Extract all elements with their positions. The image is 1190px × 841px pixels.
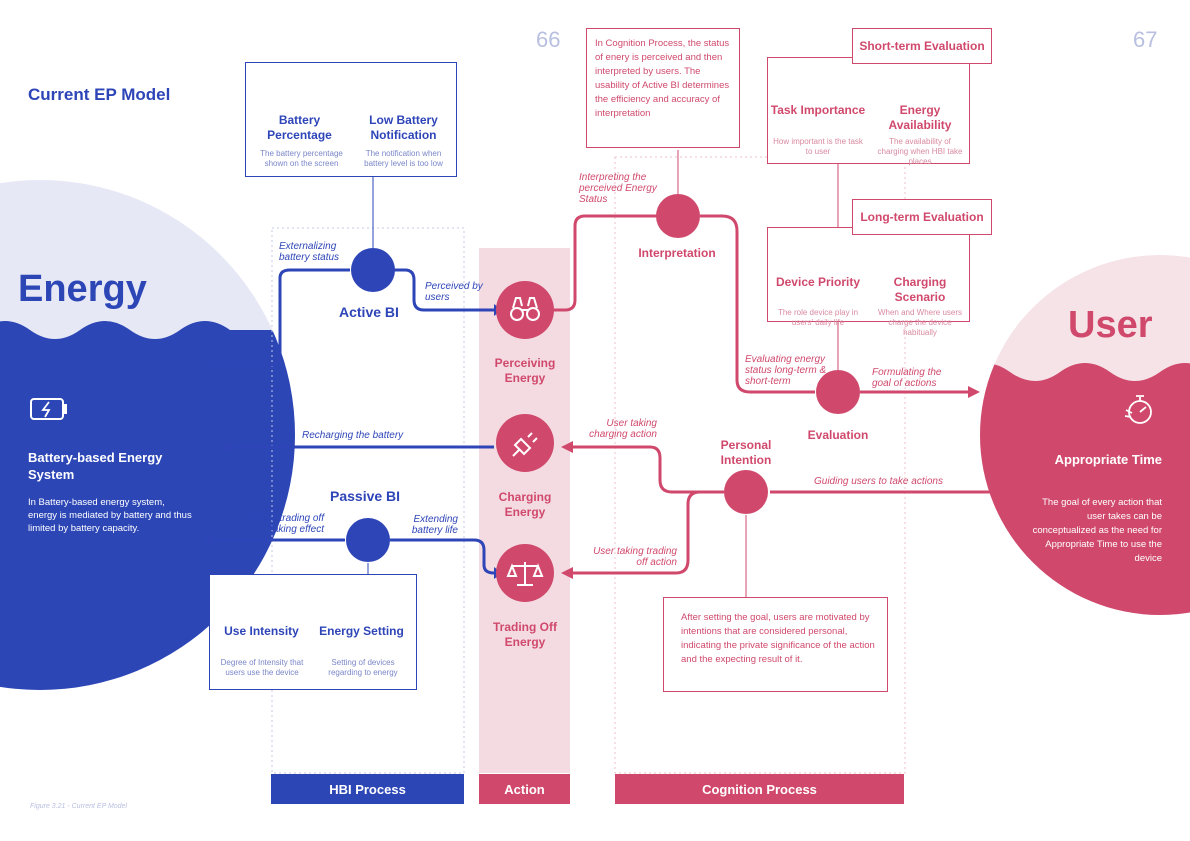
- active-bi-node: [351, 248, 395, 292]
- user-subtitle: Appropriate Time: [1054, 452, 1162, 467]
- arrow-recharging: [221, 441, 233, 453]
- label-guiding: Guiding users to take actions: [814, 476, 943, 487]
- edge-intention-to-trading: [570, 490, 724, 575]
- intention-note-box: After setting the goal, users are motiva…: [663, 597, 888, 692]
- cognition-process-header: Cognition Process: [615, 774, 904, 804]
- interpretation-node: [656, 194, 700, 238]
- use-intensity-desc: Degree of Intensity that users use the d…: [220, 658, 304, 677]
- charging-scenario-title: Charging Scenario: [893, 275, 947, 304]
- use-intensity-title: Use Intensity: [224, 624, 299, 638]
- page-number-right: 67: [1133, 27, 1158, 52]
- energy-description: In Battery-based energy system, energy i…: [28, 497, 192, 534]
- arrow-to-charging: [561, 441, 573, 453]
- cognition-note-box: In Cognition Process, the status of ener…: [586, 28, 740, 148]
- interpretation-label: Interpretation: [638, 246, 716, 260]
- action-header: Action: [479, 774, 570, 804]
- long-term-box: Device Priority The role device play in …: [767, 227, 970, 337]
- energy-fill: [0, 321, 295, 690]
- evaluation-node: [816, 370, 860, 414]
- active-bi-label: Active BI: [339, 304, 399, 320]
- arrow-to-user: [968, 386, 980, 398]
- battery-percentage-title: Battery Percentage: [267, 113, 332, 142]
- long-term-label: Long-term Evaluation: [852, 199, 992, 235]
- arrow-to-trading-action: [561, 567, 573, 579]
- edge-intention-to-charging: [570, 445, 724, 494]
- stopwatch-icon: [1124, 395, 1152, 424]
- short-term-label: Short-term Evaluation: [852, 28, 992, 64]
- user-description: The goal of every action that user takes…: [1032, 497, 1162, 564]
- charging-scenario-desc: When and Where users charge the device h…: [877, 308, 963, 337]
- energy-availability-title: Energy Availability: [888, 103, 952, 132]
- passive-bi-label: Passive BI: [330, 488, 401, 504]
- label-extending: Extending battery life: [411, 514, 458, 536]
- hbi-column-guide: [271, 227, 465, 774]
- label-formulating: Formulating the goal of actions: [872, 367, 942, 389]
- label-evaluating: Evaluating energy status long-term & sho…: [745, 354, 827, 387]
- task-importance-desc: How important is the task to user: [773, 137, 863, 156]
- trading-off-energy-label: Trading Off Energy: [493, 620, 557, 649]
- perceiving-energy-label: Perceiving Energy: [494, 356, 556, 385]
- intention-note-text: After setting the goal, users are motiva…: [681, 612, 875, 665]
- energy-setting-desc: Setting of devices regarding to energy: [328, 658, 398, 677]
- label-charging-action: User taking charging action: [589, 418, 657, 440]
- label-interpreting: Interpreting the perceived Energy Status: [579, 172, 657, 205]
- energy-availability-desc: The availability of charging when HBI ta…: [877, 137, 963, 166]
- energy-heading: Energy: [18, 268, 147, 310]
- passive-bi-box: Use Intensity Degree of Intensity that u…: [209, 574, 417, 690]
- low-battery-desc: The notification when battery level is t…: [364, 149, 443, 168]
- label-recharging: Recharging the battery: [302, 430, 404, 441]
- personal-intention-label: Personal Intention: [720, 438, 772, 467]
- cognition-note-text: In Cognition Process, the status of ener…: [595, 38, 730, 119]
- passive-bi-node: [346, 518, 390, 562]
- short-term-box: Task Importance How important is the tas…: [767, 57, 970, 166]
- binoculars-icon: [510, 297, 540, 321]
- hbi-process-header: HBI Process: [271, 774, 464, 804]
- label-externalizing: Externalizing battery status: [279, 241, 340, 263]
- user-fill: [980, 363, 1190, 615]
- device-priority-desc: The role device play in users' daily lif…: [777, 308, 859, 327]
- user-heading: User: [1068, 304, 1153, 346]
- edge-trading-to-passive: [390, 538, 496, 575]
- edge-active-to-perceiving: [394, 268, 494, 312]
- edge-energy-to-active: [205, 268, 350, 367]
- edge-perceiving-to-interpretation: [548, 214, 658, 312]
- label-perceived: Perceived by users: [425, 281, 483, 303]
- battery-charge-icon: [30, 398, 67, 420]
- intention-node: [724, 470, 768, 514]
- figure-caption: Figure 3.21 - Current EP Model: [30, 803, 128, 810]
- arrow-trading-effect: [201, 534, 213, 546]
- scale-icon: [506, 562, 544, 586]
- plug-icon: [512, 432, 538, 457]
- edge-interpretation-to-evaluation: [700, 214, 815, 394]
- page-title: Current EP Model: [28, 85, 171, 104]
- cognition-column-guide: [614, 156, 906, 774]
- device-priority-title: Device Priority: [775, 275, 861, 289]
- active-bi-box: Battery Percentage The battery percentag…: [245, 62, 457, 177]
- energy-setting-title: Energy Setting: [319, 624, 404, 638]
- energy-subtitle: Battery-based Energy System: [28, 450, 163, 482]
- low-battery-title: Low Battery Notification: [369, 113, 438, 142]
- label-trading-action: User taking trading off action: [593, 546, 677, 568]
- label-trading-effect: User's trading off taking effect: [248, 513, 324, 535]
- charging-energy-label: Charging Energy: [498, 490, 552, 519]
- battery-percentage-desc: The battery percentage shown on the scre…: [260, 149, 343, 168]
- page-number-left: 66: [536, 27, 561, 52]
- task-importance-title: Task Importance: [770, 103, 866, 117]
- evaluation-label: Evaluation: [807, 428, 869, 442]
